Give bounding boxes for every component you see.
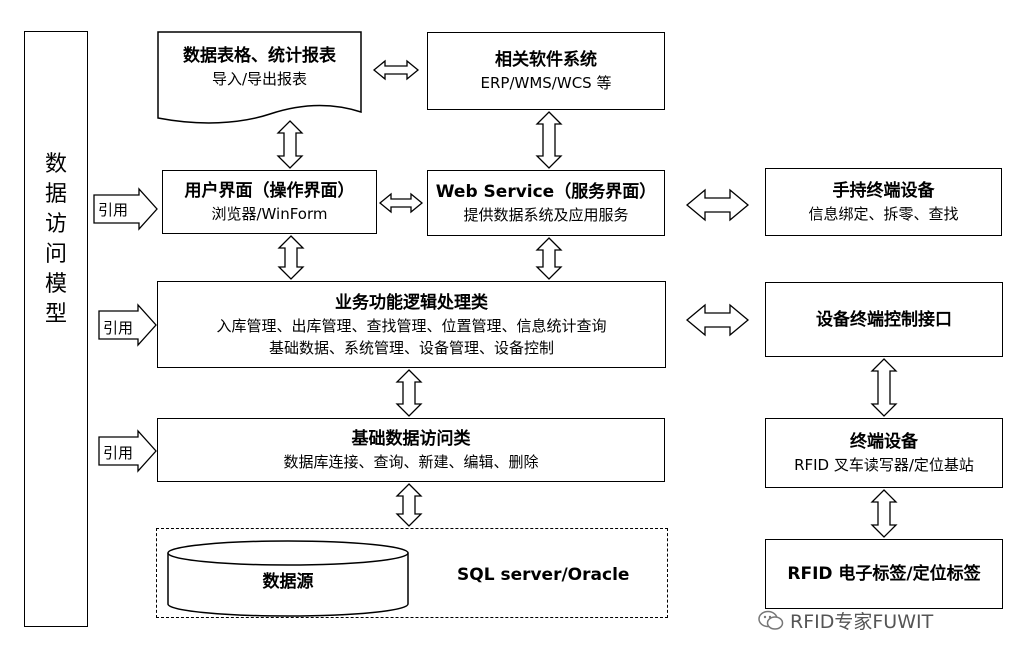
arrow-software-webservice xyxy=(535,111,563,169)
data-tables-sub: 导入/导出报表 xyxy=(211,70,308,88)
user-interface-title: 用户界面（操作界面） xyxy=(184,181,355,201)
ref-arrow-access xyxy=(98,429,157,473)
business-logic-sub1: 入库管理、出库管理、查找管理、位置管理、信息统计查询 xyxy=(216,316,607,335)
arrow-logic-access xyxy=(395,369,423,417)
device-interface-box: 设备终端控制接口 xyxy=(765,282,1003,357)
web-service-title: Web Service（服务界面） xyxy=(435,182,657,202)
watermark: RFID专家FUWIT xyxy=(758,607,933,634)
terminal-title: 终端设备 xyxy=(850,432,918,452)
data-tables-title: 数据表格、统计报表 xyxy=(183,46,336,66)
rfid-tag-title: RFID 电子标签/定位标签 xyxy=(787,564,981,584)
related-software-sub: ERP/WMS/WCS 等 xyxy=(480,74,612,92)
data-access-model-char: 访 xyxy=(44,212,67,237)
ref-arrow-logic xyxy=(98,303,157,347)
arrow-ui-logic xyxy=(277,235,305,280)
business-logic-title: 业务功能逻辑处理类 xyxy=(335,292,488,313)
related-software-title: 相关软件系统 xyxy=(495,50,597,70)
business-logic-sub2: 基础数据、系统管理、设备管理、设备控制 xyxy=(268,338,554,357)
data-access-model-char: 数 xyxy=(44,152,67,177)
handheld-sub: 信息绑定、拆零、查找 xyxy=(808,205,959,223)
data-tables-box: 数据表格、统计报表 导入/导出报表 xyxy=(158,44,361,90)
terminal-sub: RFID 叉车读写器/定位基站 xyxy=(794,456,974,474)
data-access-title: 基础数据访问类 xyxy=(351,429,471,449)
ref-label-logic: 引用 xyxy=(103,319,134,337)
arrow-terminal-tag xyxy=(870,489,898,538)
web-service-sub: 提供数据系统及应用服务 xyxy=(463,206,629,224)
data-access-model-char: 模 xyxy=(44,272,67,297)
terminal-box: 终端设备 RFID 叉车读写器/定位基站 xyxy=(765,418,1003,488)
datasource-container xyxy=(156,528,668,618)
user-interface-box: 用户界面（操作界面） 浏览器/WinForm xyxy=(162,170,377,234)
arrow-tables-software xyxy=(372,59,420,81)
arrow-logic-device xyxy=(685,303,750,337)
datasource-title: 数据源 xyxy=(262,572,314,592)
arrow-ui-webservice xyxy=(378,192,424,214)
data-access-model-label: 数据访问模型 xyxy=(28,150,84,330)
data-access-model-char: 型 xyxy=(44,302,67,327)
arrow-webservice-handheld xyxy=(685,188,750,222)
watermark-text: RFID专家FUWIT xyxy=(790,611,934,633)
handheld-title: 手持终端设备 xyxy=(832,181,935,201)
related-software-box: 相关软件系统 ERP/WMS/WCS 等 xyxy=(427,32,665,110)
datasource-cylinder-shape xyxy=(167,540,409,617)
business-logic-box: 业务功能逻辑处理类 入库管理、出库管理、查找管理、位置管理、信息统计查询 基础数… xyxy=(157,281,666,368)
arrow-webservice-logic xyxy=(535,237,563,280)
datasource-db-label: SQL server/Oracle xyxy=(457,565,630,585)
handheld-box: 手持终端设备 信息绑定、拆零、查找 xyxy=(765,168,1002,236)
rfid-tag-box: RFID 电子标签/定位标签 xyxy=(765,539,1003,609)
arrow-tables-ui xyxy=(276,120,304,169)
wechat-icon xyxy=(758,610,784,630)
ref-arrow-ui xyxy=(93,187,158,231)
ref-label-ui: 引用 xyxy=(98,201,129,219)
data-access-model-char: 问 xyxy=(44,242,67,267)
device-interface-title: 设备终端控制接口 xyxy=(816,309,952,330)
arrow-access-datasource xyxy=(395,483,423,527)
user-interface-sub: 浏览器/WinForm xyxy=(211,205,328,223)
data-tables-document-shape xyxy=(157,31,362,124)
ref-label-access: 引用 xyxy=(103,444,134,462)
data-access-model-char: 据 xyxy=(44,182,67,207)
web-service-box: Web Service（服务界面） 提供数据系统及应用服务 xyxy=(427,170,665,236)
left-panel xyxy=(24,31,88,627)
data-access-box: 基础数据访问类 数据库连接、查询、新建、编辑、删除 xyxy=(157,418,665,482)
arrow-device-terminal xyxy=(870,358,898,417)
data-access-sub: 数据库连接、查询、新建、编辑、删除 xyxy=(283,453,539,471)
